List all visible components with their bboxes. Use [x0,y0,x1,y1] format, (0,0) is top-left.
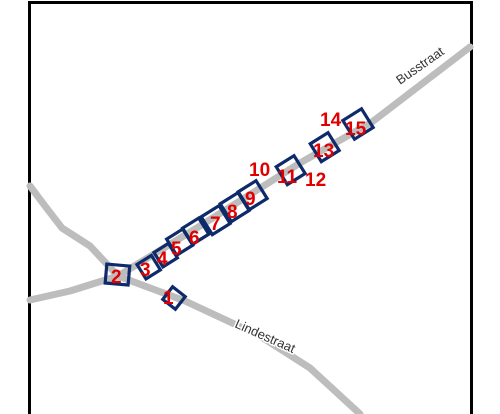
marker-box-3[interactable] [134,253,163,282]
marker-label-14: 14 [320,110,342,131]
marker-label-15: 15 [345,119,367,140]
marker-label-3: 3 [140,260,151,281]
marker-box-15[interactable] [340,106,376,142]
marker-label-6: 6 [189,228,200,249]
marker-label-13: 13 [313,141,334,162]
markers: 1 2 3 4 5 6 7 8 9 10 11 12 13 14 15 [103,106,376,312]
marker-label-12: 12 [305,170,326,191]
marker-box-1[interactable] [160,284,188,312]
marker-label-5: 5 [171,239,182,260]
marker-box-13[interactable] [308,130,342,164]
marker-label-11: 11 [277,167,298,188]
marker-label-8: 8 [227,202,238,223]
marker-label-9: 9 [245,189,256,210]
marker-box-11[interactable] [274,153,308,187]
marker-label-2: 2 [111,267,122,288]
road-lindestraat [114,272,364,414]
road-west [26,272,122,304]
marker-box-6[interactable] [180,215,211,247]
marker-label-4: 4 [157,249,168,270]
marker-box-7[interactable] [199,203,233,237]
marker-box-2[interactable] [103,262,132,287]
marker-label-1: 1 [163,288,174,309]
marker-label-7: 7 [210,214,221,235]
marker-label-10: 10 [249,160,270,181]
road-northwest [26,182,122,280]
marker-box-9[interactable] [236,178,270,212]
